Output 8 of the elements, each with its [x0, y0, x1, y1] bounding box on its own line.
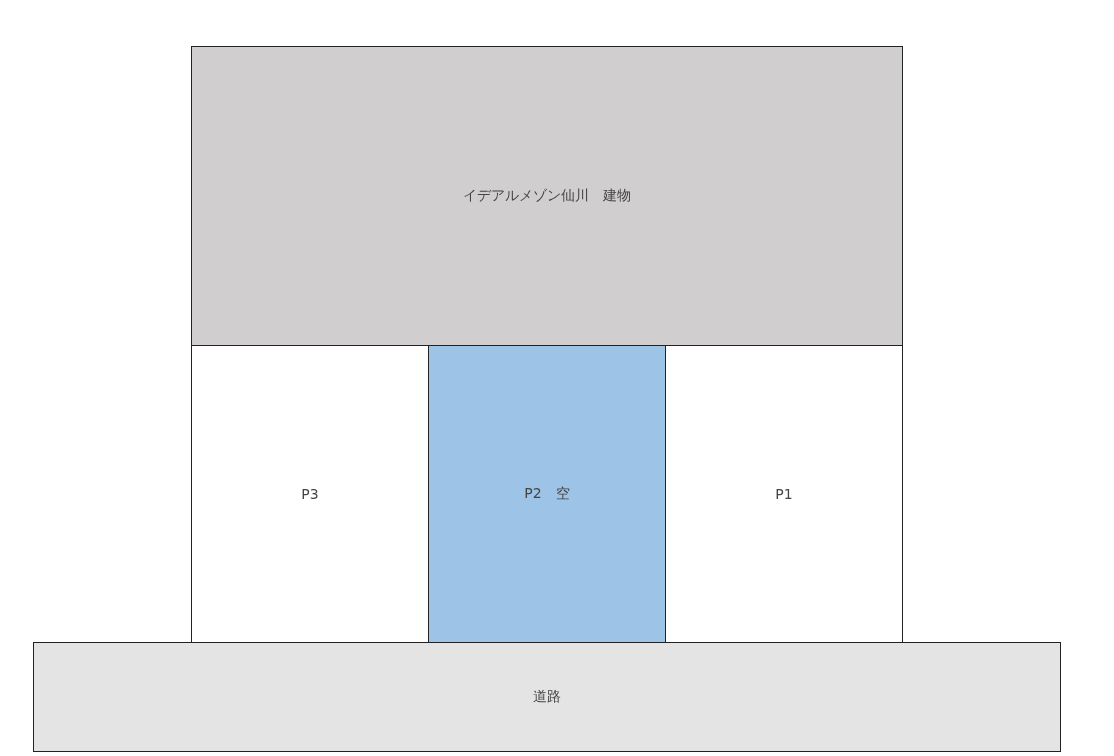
area-label: イデアルメゾン仙川 建物: [463, 187, 631, 205]
parking-space: [428, 345, 666, 643]
area-label: P1: [775, 486, 793, 502]
building-block: [191, 46, 903, 346]
area-label: P3: [301, 486, 319, 502]
road-strip: [33, 642, 1061, 752]
area-label: P2 空: [524, 485, 570, 503]
area-label: 道路: [533, 688, 561, 706]
